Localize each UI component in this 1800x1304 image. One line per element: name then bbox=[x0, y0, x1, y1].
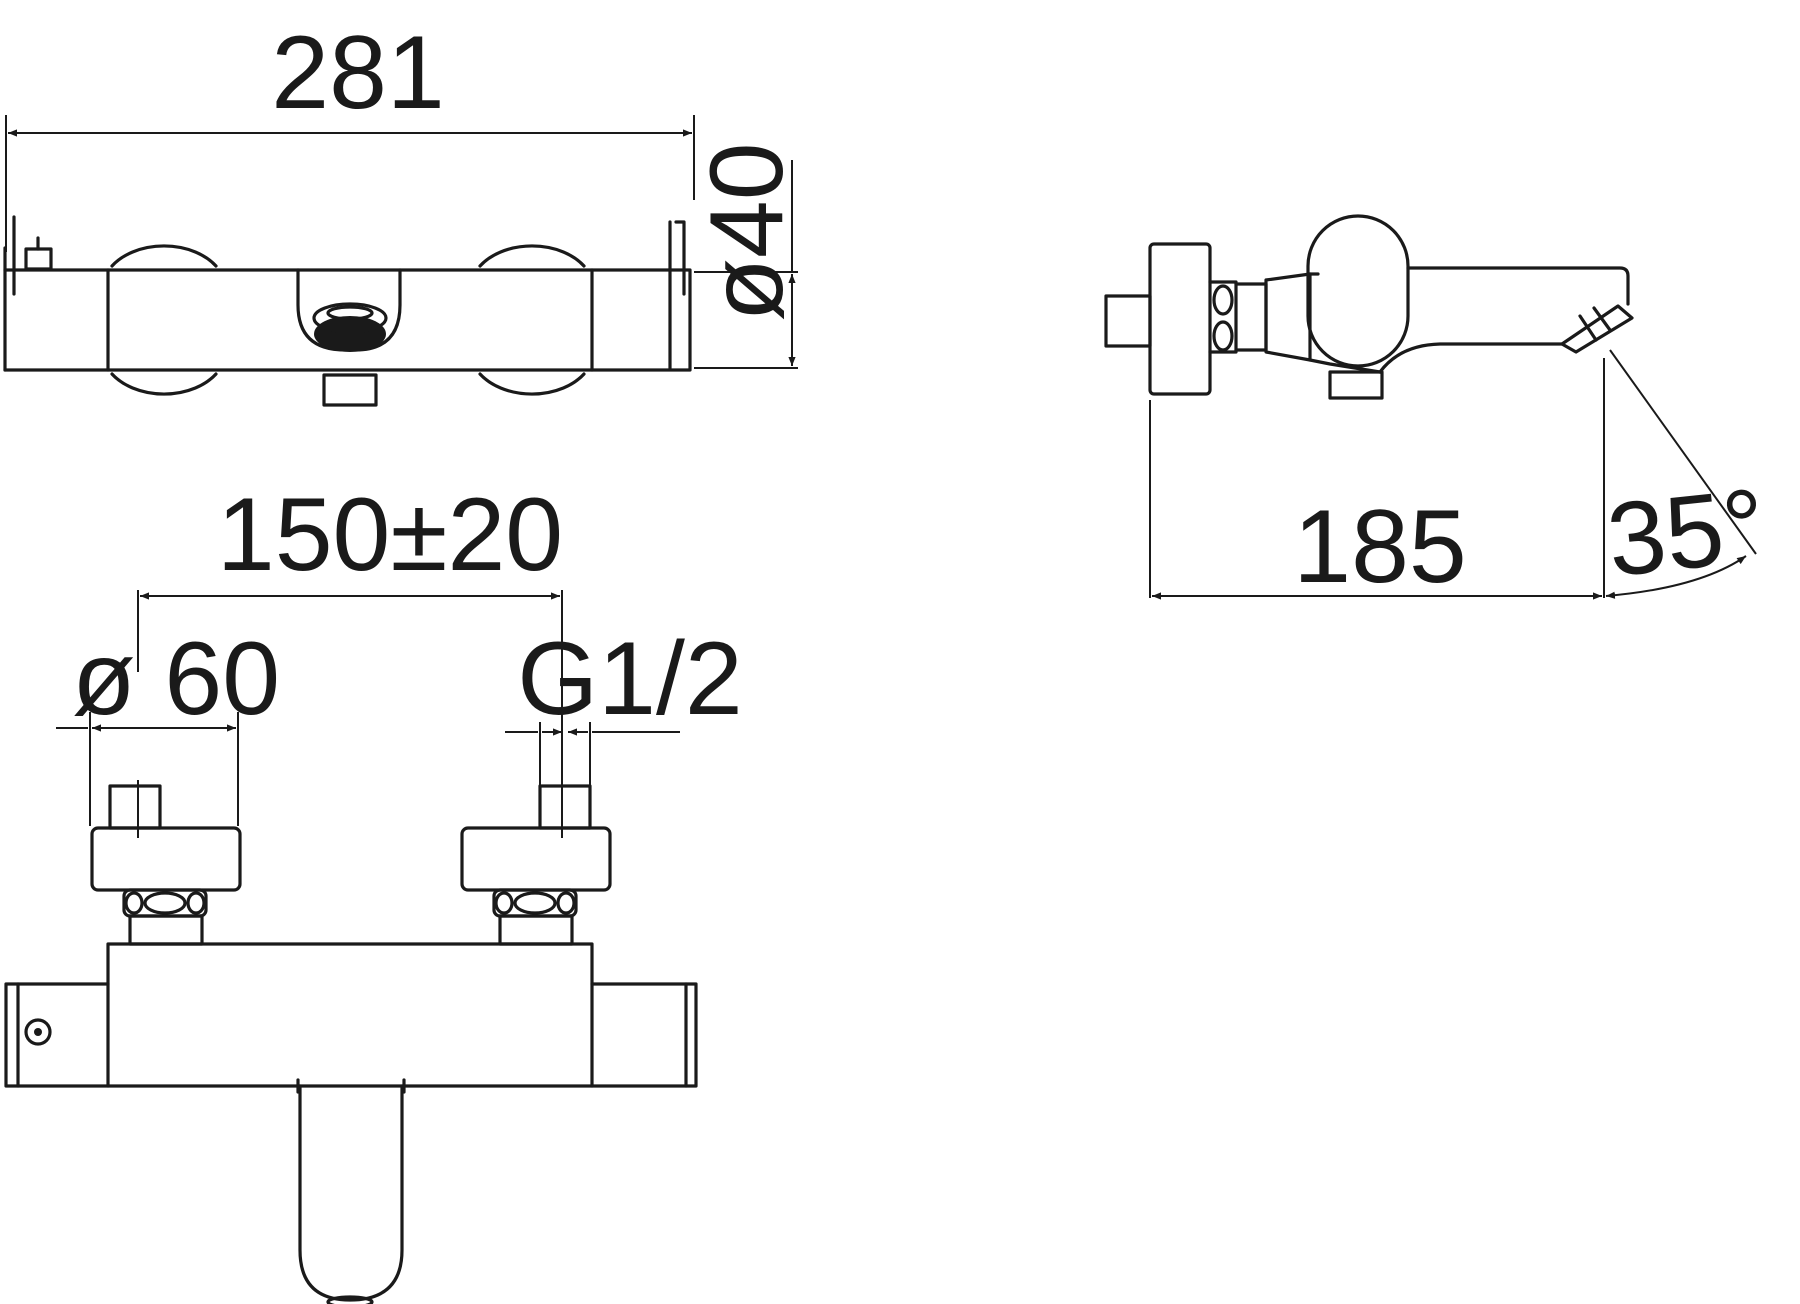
inlet-left bbox=[90, 780, 242, 946]
inlet-right bbox=[460, 780, 612, 946]
projection-label: 185 bbox=[1293, 489, 1467, 605]
dim-handle-diameter: ø 60 bbox=[56, 621, 280, 826]
front-view: 150±20 ø 60 G1/2 bbox=[4, 477, 743, 1304]
body-diameter-label: ø40 bbox=[689, 142, 805, 321]
dim-overall-length: 281 bbox=[5, 15, 695, 252]
dim-projection: 185 bbox=[1149, 358, 1605, 605]
inlet-centers-label: 150±20 bbox=[217, 477, 563, 593]
dim-body-diameter: ø40 bbox=[689, 142, 805, 369]
side-view: 185 35° bbox=[1104, 214, 1771, 605]
temperature-stop-icon bbox=[24, 1018, 52, 1046]
spout-angle-label: 35° bbox=[1602, 467, 1771, 599]
top-view: 281 bbox=[3, 15, 805, 407]
mixer-body-front bbox=[4, 942, 698, 1304]
aerator-icon bbox=[314, 316, 386, 352]
overall-length-label: 281 bbox=[271, 15, 445, 131]
inlet-thread-label: G1/2 bbox=[517, 621, 742, 737]
dim-inlet-thread: G1/2 bbox=[505, 621, 743, 786]
dim-spout-angle: 35° bbox=[1602, 349, 1771, 599]
handle-diameter-label: ø 60 bbox=[72, 621, 280, 737]
mixer-body-top bbox=[3, 215, 692, 407]
